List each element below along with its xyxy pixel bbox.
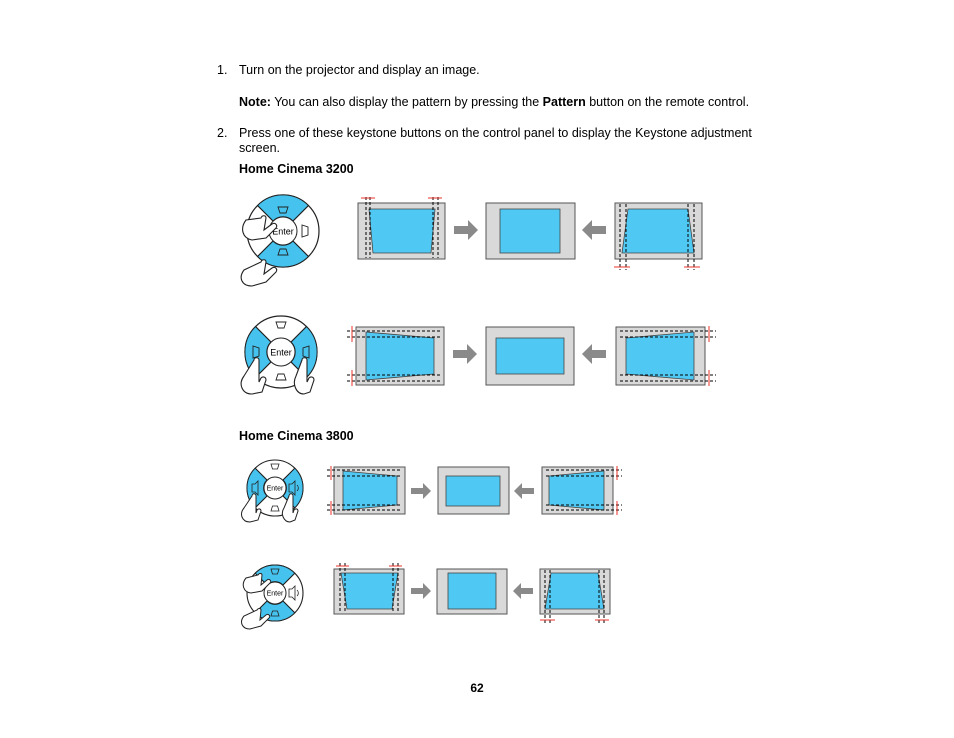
enter-label: Enter [270, 348, 292, 358]
note-emphasis: Pattern [542, 95, 586, 109]
arrow-left-icon [514, 483, 534, 499]
keystone-down-icon [270, 505, 280, 512]
finger-press-icon [240, 357, 267, 395]
enter-label: Enter [272, 227, 294, 237]
heading-home-cinema-3800: Home Cinema 3800 [239, 429, 354, 443]
volume-up-icon [288, 585, 299, 601]
finger-press-icon [241, 493, 262, 523]
keystone-left-icon [252, 345, 260, 359]
control-pad-vertical-buttons: Enter [241, 564, 304, 630]
page-number: 62 [470, 681, 484, 695]
hc3800-vertical-keystone-figure: Enter [241, 563, 611, 630]
step-1-note: Note: You can also display the pattern b… [239, 95, 749, 110]
arrow-right-icon [411, 583, 431, 599]
screen-before-right [615, 326, 716, 386]
screen-before-top [357, 197, 446, 260]
arrow-right-icon [453, 344, 477, 364]
step-2-text-line1: Press one of these keystone buttons on t… [239, 126, 752, 140]
screen-before-left [327, 466, 406, 515]
control-pad-horizontal-buttons: Enter [240, 315, 318, 395]
screen-before-bottom [614, 202, 703, 270]
step-1-text: Turn on the projector and display an ima… [239, 63, 480, 77]
keystone-up-icon [270, 568, 280, 575]
arrow-right-icon [411, 483, 431, 499]
step-2-number: 2. [217, 126, 228, 140]
keystone-up-icon [277, 206, 289, 214]
step-1-number: 1. [217, 63, 228, 77]
keystone-down-icon [270, 610, 280, 617]
screen-corrected [485, 202, 576, 260]
screen-before-bottom [539, 568, 611, 624]
finger-press-icon [242, 215, 278, 241]
note-label: Note: [239, 95, 271, 109]
finger-press-icon [281, 493, 299, 523]
arrow-right-icon [454, 220, 478, 240]
keystone-up-icon [275, 321, 287, 329]
arrow-left-icon [582, 344, 606, 364]
keystone-down-icon [277, 248, 289, 256]
keystone-down-icon [275, 373, 287, 381]
screen-corrected [485, 326, 575, 386]
finger-press-icon [293, 357, 315, 395]
heading-home-cinema-3200: Home Cinema 3200 [239, 162, 354, 176]
hc3200-vertical-keystone-figure: Enter [240, 194, 703, 287]
screen-before-left [347, 326, 445, 386]
keystone-right-icon [302, 345, 310, 359]
enter-label: Enter [267, 591, 284, 598]
note-text-after: button on the remote control. [585, 95, 750, 109]
hc3800-horizontal-keystone-figure: Enter [241, 459, 622, 523]
note-text-before: You can also display the pattern by pres… [270, 95, 543, 109]
finger-press-icon [240, 259, 278, 287]
control-pad-horizontal-buttons: Enter [241, 459, 304, 523]
control-pad-vertical-buttons: Enter [240, 194, 320, 287]
screen-corrected [436, 568, 508, 615]
screen-corrected [437, 466, 510, 515]
arrow-left-icon [582, 220, 606, 240]
step-2-text-line2: screen. [239, 141, 280, 155]
enter-label: Enter [267, 486, 284, 493]
finger-press-icon [242, 573, 272, 594]
keystone-right-icon [301, 224, 309, 238]
arrow-left-icon [513, 583, 533, 599]
volume-down-icon [251, 480, 259, 496]
finger-press-icon [241, 608, 271, 630]
screen-before-right [541, 466, 622, 515]
keystone-up-icon [270, 463, 280, 470]
hc3200-horizontal-keystone-figure: Enter [240, 315, 716, 395]
screen-before-top [333, 563, 405, 615]
volume-up-icon [288, 480, 299, 496]
